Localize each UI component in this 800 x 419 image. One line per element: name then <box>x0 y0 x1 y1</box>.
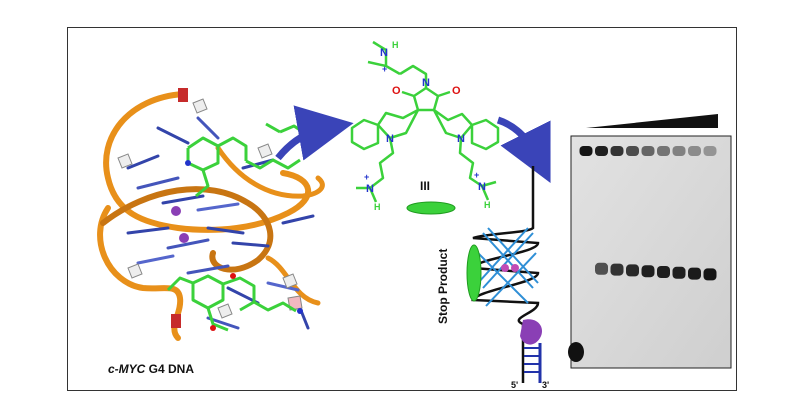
extension-arrow <box>496 116 551 184</box>
gel-panel <box>568 114 732 369</box>
stop-product-band <box>657 266 670 278</box>
stop-product-band <box>610 263 624 276</box>
stop-product-band <box>672 266 686 279</box>
bound-ligand-top <box>186 122 307 198</box>
stop-product-label: Stop Product <box>436 249 450 324</box>
full-length-band <box>688 146 701 156</box>
full-length-band <box>595 146 608 156</box>
full-length-band <box>703 146 717 156</box>
ligand-heteroatoms <box>185 160 303 331</box>
strand-3-prime-label: 3' <box>542 380 549 390</box>
full-length-band <box>626 146 639 156</box>
binding-arrow <box>275 105 354 161</box>
full-length-band <box>672 146 686 156</box>
ligand-stack-symbol: III <box>420 179 430 193</box>
full-length-band <box>610 146 624 156</box>
figure-frame: c-MYC G4 DNA N H + N O O N N <box>67 27 737 391</box>
hydrogen-atom-label: H <box>484 200 491 210</box>
g4-dna-structure: c-MYC G4 DNA <box>97 88 325 376</box>
gel-bands <box>579 146 717 281</box>
gel-background <box>570 135 732 369</box>
oxygen-atom-label: O <box>452 85 461 97</box>
ligand-atom-labels: N H + N O O N N N + H N + H <box>364 40 491 212</box>
bound-ligand-icon <box>466 244 482 302</box>
nitrogen-atom-label: N <box>366 183 374 195</box>
positive-charge-label: + <box>364 172 369 182</box>
potassium-ion <box>171 206 181 216</box>
hydrogen-atom-label: H <box>392 40 399 50</box>
nitrogen-atom-label: N <box>380 47 388 59</box>
potassium-ion <box>501 264 509 272</box>
nitrogen-atom-label: N <box>386 133 394 145</box>
nitrogen-atom-label: N <box>478 181 486 193</box>
positive-charge-label: + <box>382 64 387 74</box>
ligand-disc-icon <box>406 201 456 215</box>
stop-product-band <box>641 265 655 278</box>
stop-product-band <box>688 267 701 280</box>
stop-product-band <box>703 268 717 281</box>
g4-schematic: 5' 3' Stop Product <box>436 166 549 390</box>
nitrogen-atom-label: N <box>422 77 430 89</box>
strand-end-cap <box>178 88 188 102</box>
stop-product-band <box>626 264 639 277</box>
strand-end-cap <box>171 314 181 328</box>
hydrogen-atom-label: H <box>374 202 381 212</box>
polymerase-icon <box>520 319 543 345</box>
primer-band <box>568 342 584 362</box>
sugar-rings <box>117 98 303 319</box>
positive-charge-label: + <box>474 170 479 180</box>
template-strand <box>471 166 540 383</box>
strand-5-prime-label: 5' <box>511 380 518 390</box>
full-length-band <box>657 146 670 156</box>
g-quartet-planes <box>477 227 539 307</box>
dna-backbone-ribbon <box>103 91 311 233</box>
potassium-ion <box>179 233 189 243</box>
stop-product-band <box>595 262 608 275</box>
full-length-band <box>579 146 593 156</box>
potassium-ion <box>511 264 519 272</box>
dna-backbone-ribbon <box>215 145 325 199</box>
primer-ticks <box>524 347 540 373</box>
g4-caption: c-MYC G4 DNA <box>108 362 194 376</box>
nitrogen-atom-label: N <box>457 133 465 145</box>
dna-backbone-ribbon <box>100 186 274 273</box>
oxygen-atom-label: O <box>392 85 401 97</box>
ligand-structure <box>350 40 500 203</box>
bound-ligand-bottom <box>166 274 297 332</box>
concentration-wedge <box>586 114 718 128</box>
full-length-band <box>641 146 655 156</box>
